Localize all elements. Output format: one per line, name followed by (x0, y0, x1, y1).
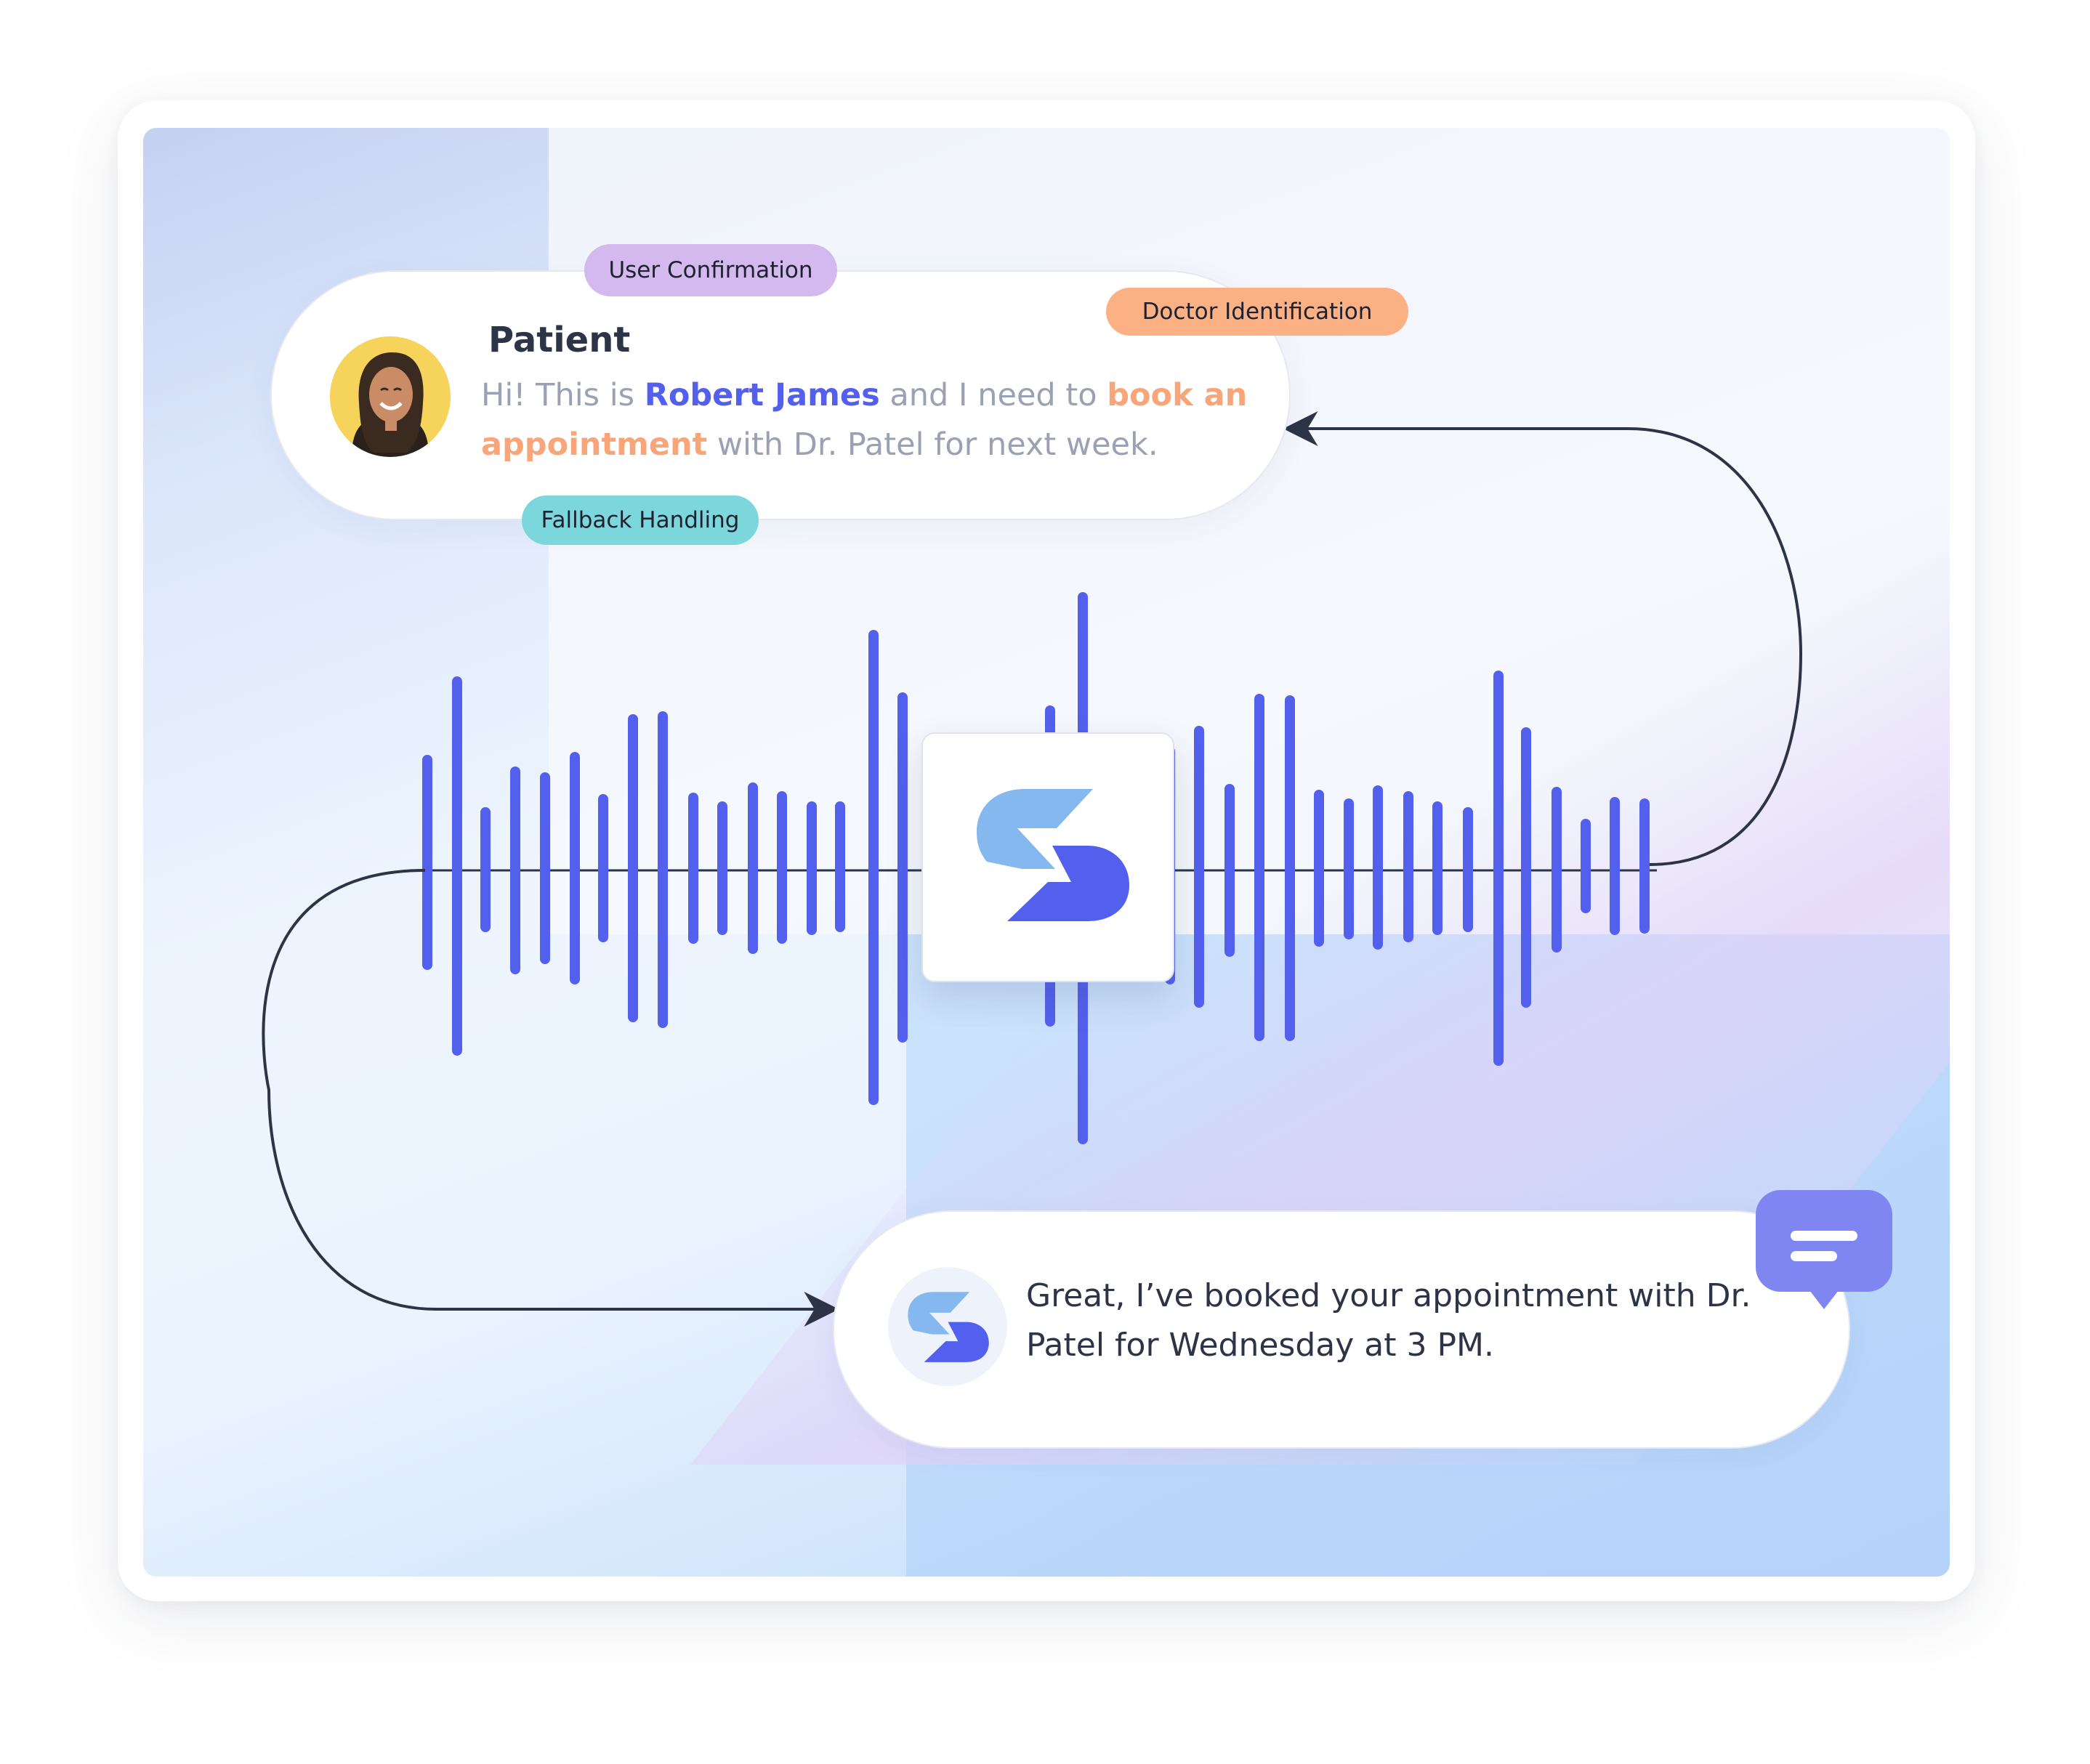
agent-avatar (888, 1267, 1007, 1386)
connector-right-arrow (1283, 411, 1803, 866)
person-avatar-icon (330, 336, 451, 457)
brand-logo-icon (977, 789, 1129, 921)
message-end: with Dr. Patel for next week. (707, 426, 1158, 463)
tag-user-confirmation: User Confirmation (584, 244, 837, 296)
agent-reply: Great, I’ve booked your appointment with… (1026, 1277, 1751, 1364)
patient-message: Hi! This is Robert James and I need to b… (481, 371, 1251, 469)
message-mid: and I need to (879, 377, 1107, 413)
message-intro: Hi! This is (481, 377, 645, 413)
patient-label: Patient (488, 320, 631, 360)
brand-logo-icon (908, 1292, 989, 1362)
chat-message-icon (1756, 1190, 1892, 1309)
patient-avatar (330, 336, 451, 457)
connector-left-arrow (262, 869, 839, 1327)
tag-doctor-identification: Doctor Identification (1106, 288, 1408, 336)
intent-highlight: book an appointment (481, 377, 1248, 463)
tag-fallback-handling: Fallback Handling (522, 495, 759, 545)
user-name-highlight: Robert James (644, 377, 880, 413)
center-logo-card (921, 732, 1174, 982)
